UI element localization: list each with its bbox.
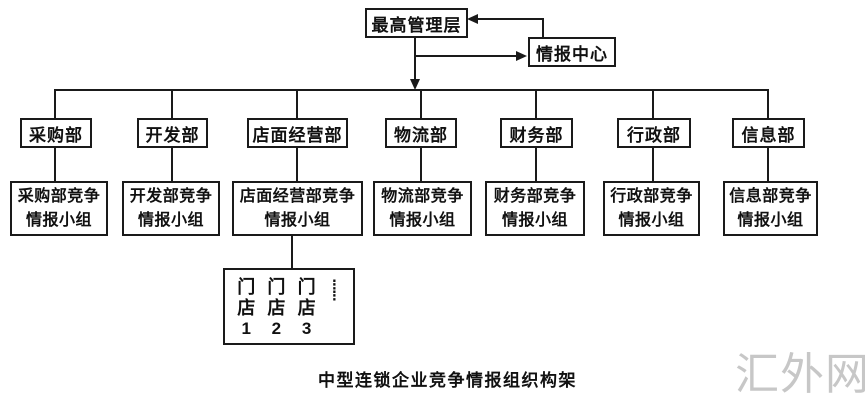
store-char: 店 [267, 297, 286, 318]
connector-intel-to-mgmt-h [474, 18, 544, 20]
drop-dept-team-5 [535, 147, 537, 181]
intel-center-box: 情报中心 [528, 37, 616, 67]
store-char: 门 [297, 277, 316, 297]
store-char: 门 [267, 277, 286, 297]
team-box-purchasing: 采购部竞争 情报小组 [10, 181, 108, 236]
dept-box-information: 信息部 [732, 118, 805, 148]
store-number: 3 [301, 319, 312, 339]
drop-rail-dept-4 [420, 89, 422, 119]
dept-box-store-operations: 店面经营部 [247, 118, 348, 148]
team-label-line2: 情报小组 [501, 211, 568, 229]
team-box-development: 开发部竞争 情报小组 [122, 181, 220, 236]
team-label-line1: 财务部竞争 [493, 188, 577, 206]
team-label-line1: 物流部竞争 [381, 188, 464, 206]
store-char: 门 [237, 277, 256, 297]
vertical-ellipsis-icon: ⋮ ⋮ [327, 277, 341, 304]
team-label-line1: 信息部竞争 [729, 188, 812, 206]
drop-team-stores [291, 236, 293, 269]
drop-dept-team-3 [296, 147, 298, 181]
arrowhead-left-icon [467, 14, 478, 24]
drop-rail-dept-6 [652, 89, 654, 119]
store-column-1: 门 店 1 [237, 277, 255, 339]
team-box-store-operations: 店面经营部竞争 情报小组 [232, 181, 363, 236]
store-number: 2 [271, 319, 282, 339]
team-label-line1: 店面经营部竞争 [239, 188, 356, 206]
store-char: 店 [237, 297, 256, 318]
store-char: 店 [297, 297, 316, 318]
drop-dept-team-4 [420, 147, 422, 181]
drop-dept-team-2 [171, 147, 173, 181]
dept-box-development: 开发部 [137, 118, 208, 148]
connector-intel-to-mgmt-v [542, 18, 544, 38]
drop-dept-team-7 [767, 147, 769, 181]
drop-rail-dept-1 [54, 89, 56, 119]
team-label-line1: 开发部竞争 [129, 188, 213, 206]
dept-box-finance: 财务部 [500, 118, 573, 148]
chart-caption: 中型连锁企业竞争情报组织构架 [318, 371, 577, 390]
team-label-line2: 情报小组 [618, 211, 685, 229]
team-label-line2: 情报小组 [389, 211, 456, 229]
stores-box: 门 店 1 门 店 2 门 店 3 ⋮ ⋮ [223, 268, 355, 345]
team-label-line2: 情报小组 [137, 211, 204, 229]
department-rail [55, 89, 769, 91]
dept-box-logistics: 物流部 [385, 118, 457, 148]
top-management-box: 最高管理层 [365, 8, 468, 38]
team-label-line2: 情报小组 [25, 211, 92, 229]
team-label-line2: 情报小组 [264, 211, 331, 229]
team-label-line2: 情报小组 [737, 211, 804, 229]
team-box-logistics: 物流部竞争 情报小组 [373, 181, 472, 236]
team-label-line1: 采购部竞争 [17, 188, 101, 206]
drop-rail-dept-2 [171, 89, 173, 119]
store-number: 1 [241, 319, 251, 339]
arrowhead-right-icon [516, 51, 527, 61]
watermark: 汇外网 [735, 350, 865, 399]
connector-mgmt-to-intel-h [414, 55, 517, 57]
dept-box-purchasing: 采购部 [20, 118, 92, 148]
drop-dept-team-6 [652, 147, 654, 181]
drop-rail-dept-5 [535, 89, 537, 119]
team-box-information: 信息部竞争 情报小组 [723, 181, 818, 236]
team-box-administration: 行政部竞争 情报小组 [603, 181, 700, 236]
connector-mgmt-down [414, 38, 416, 80]
team-box-finance: 财务部竞争 情报小组 [485, 181, 585, 236]
store-column-2: 门 店 2 [267, 277, 285, 339]
team-label-line1: 行政部竞争 [610, 188, 693, 206]
arrowhead-down-icon [410, 79, 420, 90]
dept-box-administration: 行政部 [617, 118, 691, 148]
store-column-3: 门 店 3 [298, 277, 316, 339]
drop-rail-dept-3 [296, 89, 298, 119]
drop-dept-team-1 [54, 147, 56, 181]
drop-rail-dept-7 [767, 89, 769, 119]
